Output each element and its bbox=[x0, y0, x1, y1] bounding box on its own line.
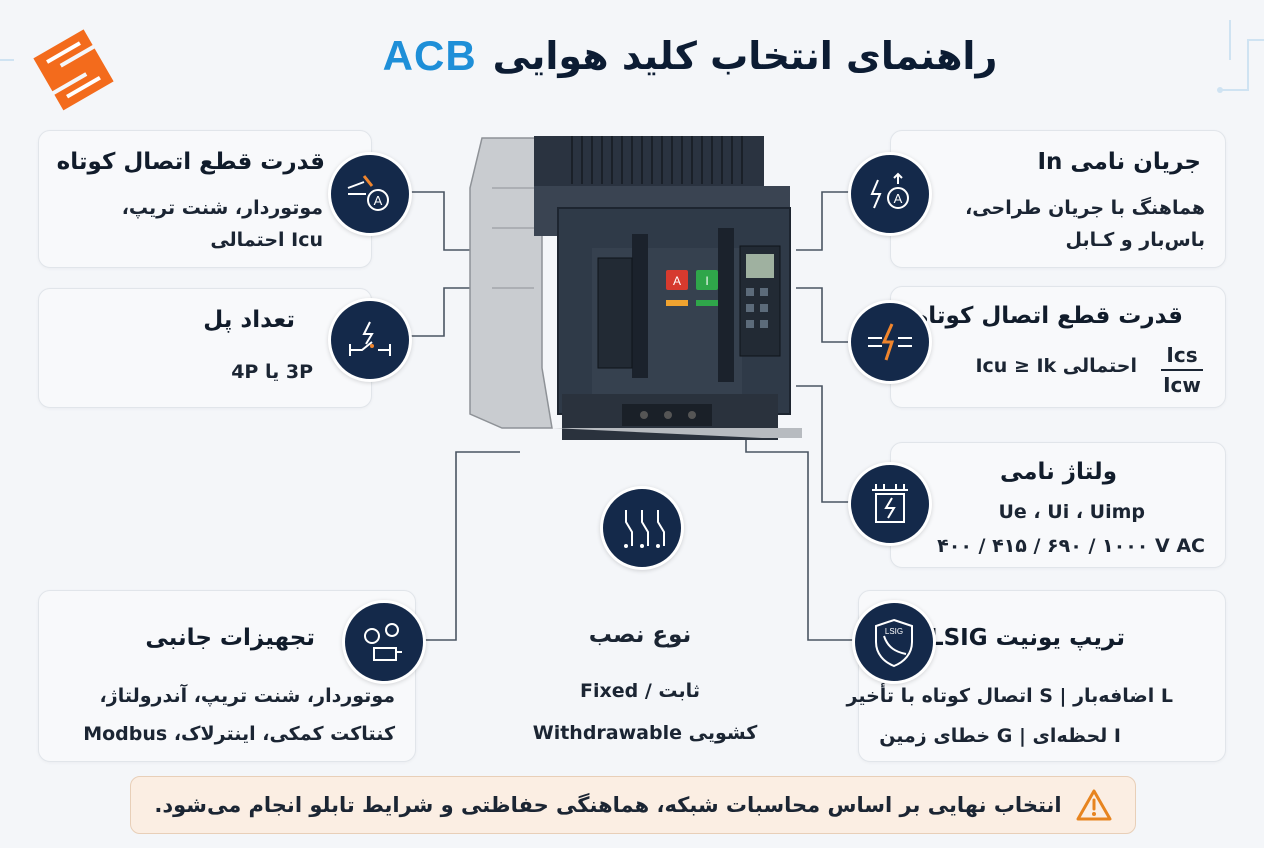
card-poles: تعداد پل 3P یا 4P bbox=[38, 288, 372, 408]
gears-motor-icon bbox=[342, 600, 426, 684]
acb-breaker-image: A I bbox=[469, 136, 802, 440]
card-text: I لحظه‌ای | G خطای زمین bbox=[879, 725, 1121, 747]
footer-text: انتخاب نهایی بر اساس محاسبات شبکه، هماهن… bbox=[154, 793, 1062, 817]
card-title: تعداد پل bbox=[203, 307, 295, 333]
card-text: احتمالی Icu ≥ Ik bbox=[975, 355, 1137, 377]
off-button-label: A bbox=[673, 274, 681, 288]
card-rated-voltage: ولتاژ نامی Ue ، Ui ، Uimp ۴۰۰ / ۴۱۵ / ۶۹… bbox=[890, 442, 1226, 568]
card-text: L اضافه‌بار | S اتصال کوتاه با تأخیر bbox=[846, 685, 1173, 707]
card-title: تجهیزات جانبی bbox=[145, 625, 315, 651]
card-accessories: تجهیزات جانبی موتوردار، شنت تریپ، آندرول… bbox=[38, 590, 416, 762]
card-text: 3P یا 4P bbox=[231, 361, 313, 383]
title-persian: راهنمای انتخاب کلید هوایی bbox=[492, 34, 998, 78]
card-title: جریان نامی In bbox=[1037, 149, 1201, 175]
mounting-text: کشویی Withdrawable bbox=[532, 722, 758, 744]
svg-text:A: A bbox=[894, 191, 903, 206]
warning-icon bbox=[1076, 789, 1112, 821]
card-text: کنتاکت کمکی، اینترلاک، Modbus bbox=[83, 723, 395, 745]
card-text: هماهنگ با جریان طراحی، bbox=[965, 197, 1205, 219]
pole-switch-icon bbox=[328, 298, 412, 382]
breaker-ammeter-icon: A bbox=[328, 152, 412, 236]
card-title: قدرت قطع اتصال کوتاه bbox=[56, 149, 325, 175]
shield-curve-icon: LSIG bbox=[852, 600, 936, 684]
mounting-text: ثابت / Fixed bbox=[580, 680, 700, 702]
card-breaking-capacity-right: قدرت قطع اتصال کوتاه احتمالی Icu ≥ Ik Ic… bbox=[890, 286, 1226, 408]
page-title: ACB راهنمای انتخاب کلید هوایی bbox=[150, 14, 1230, 98]
breaking-fraction: Ics Icw bbox=[1161, 343, 1203, 397]
lightning-breaker-icon bbox=[848, 300, 932, 384]
brand-logo bbox=[33, 29, 114, 111]
card-title: تریپ یونیت LSIG bbox=[928, 625, 1125, 651]
card-breaking-capacity-left: قدرت قطع اتصال کوتاه موتوردار، شنت تریپ،… bbox=[38, 130, 372, 268]
footer-note: انتخاب نهایی بر اساس محاسبات شبکه، هماهن… bbox=[130, 776, 1136, 834]
card-title: قدرت قطع اتصال کوتاه bbox=[914, 303, 1183, 329]
transformer-icon bbox=[848, 462, 932, 546]
fraction-bottom: Icw bbox=[1163, 373, 1201, 397]
card-title: ولتاژ نامی bbox=[1000, 459, 1117, 485]
title-latin: ACB bbox=[382, 32, 477, 79]
on-button-label: I bbox=[705, 274, 708, 288]
svg-text:A: A bbox=[374, 193, 383, 208]
card-rated-current: جریان نامی In هماهنگ با جریان طراحی، باس… bbox=[890, 130, 1226, 268]
card-text: ۴۰۰ / ۴۱۵ / ۶۹۰ / ۱۰۰۰ V AC bbox=[937, 535, 1205, 557]
current-ammeter-icon: A bbox=[848, 152, 932, 236]
card-text: Ue ، Ui ، Uimp bbox=[998, 501, 1146, 523]
mounting-title: نوع نصب bbox=[588, 622, 692, 648]
card-text: باس‌بار و کـابل bbox=[1065, 229, 1205, 251]
contacts-icon bbox=[600, 486, 684, 570]
card-text: موتوردار، شنت تریپ، آندرولتاژ، bbox=[99, 685, 395, 707]
shield-label: LSIG bbox=[885, 627, 903, 636]
card-text: Icu احتمالی bbox=[210, 229, 323, 251]
card-text: موتوردار، شنت تریپ، bbox=[121, 197, 323, 219]
fraction-top: Ics bbox=[1166, 343, 1198, 367]
